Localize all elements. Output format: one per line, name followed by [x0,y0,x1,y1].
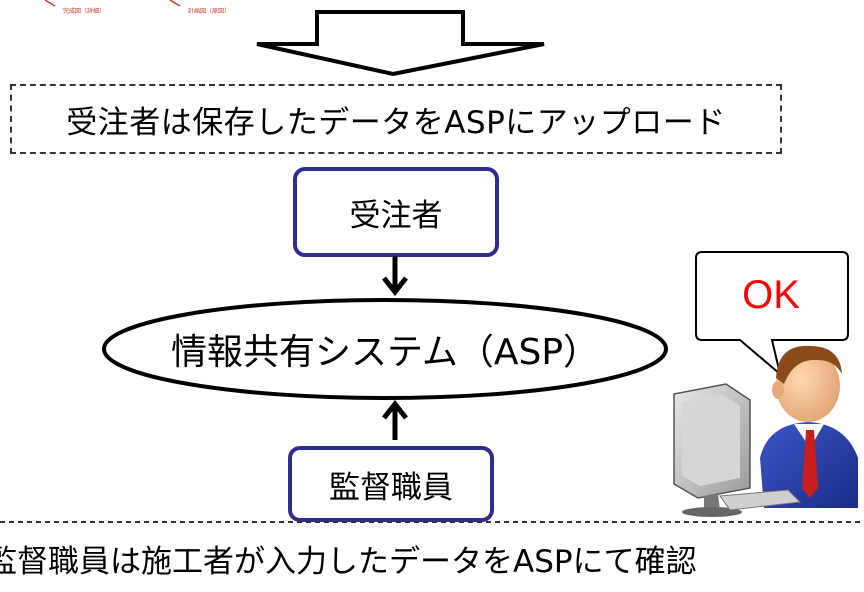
ok-text: OK [742,272,800,317]
upload-description-box: 受注者は保存したデータをASPにアップロード [10,84,782,154]
person-at-computer-icon [673,345,858,517]
system-ellipse [102,298,668,400]
system-label-wrap: 情報共有システム（ASP） [100,296,670,402]
down-arrow-icon [256,10,545,76]
contractor-box: 受注者 [293,167,499,257]
supervisor-label: 監督職員 [329,469,453,506]
speech-bubble [695,251,849,377]
system-label: 情報共有システム（ASP） [170,332,600,373]
caption-right: 計画図（原図） [188,8,231,15]
supervisor-box: 監督職員 [288,446,494,522]
caption-strokes [44,0,181,7]
contractor-label: 受注者 [349,197,443,234]
bottom-dashed-line [0,521,864,523]
arrow-down-icon [382,256,408,296]
caption-left: 完成図（詳細） [63,8,106,15]
confirmation-description-text: 監督職員は施工者が入力したデータをASPにて確認 [0,544,697,580]
arrow-up-icon [382,400,408,440]
upload-description-text: 受注者は保存したデータをASPにアップロード [66,104,726,141]
